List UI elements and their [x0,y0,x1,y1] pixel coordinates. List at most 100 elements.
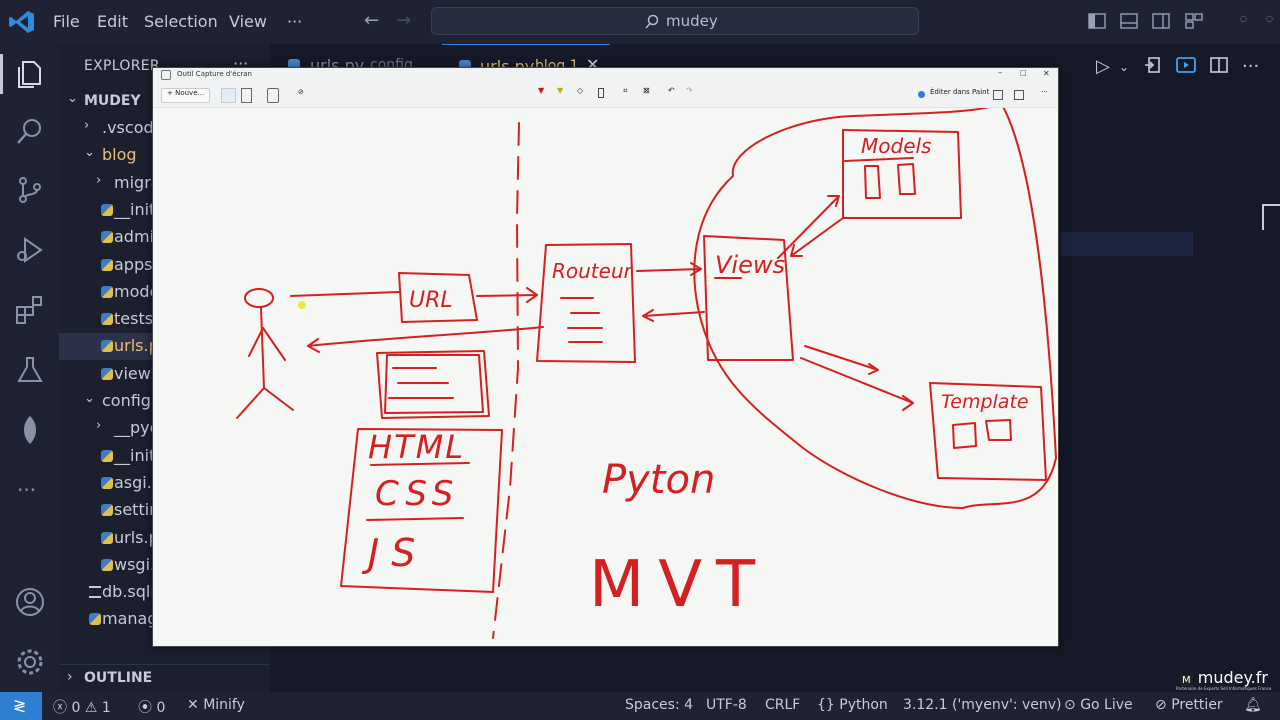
tree-item-label: asgi.p [114,472,162,492]
red-pen-icon[interactable]: ▼ [538,86,545,95]
minimize-icon[interactable]: ○ [1240,14,1247,23]
snip-new-button[interactable]: + Nouve... [161,88,211,103]
interpreter-status[interactable]: 3.12.1 ('myenv': venv) [903,697,1062,713]
tree-item[interactable]: ⌄blog [59,142,270,169]
undo-icon[interactable]: ↶ [668,86,675,95]
python-file-icon [101,340,113,353]
camera-icon[interactable] [221,88,236,103]
tree-item[interactable]: ⌄config [59,388,270,415]
tree-item[interactable]: __init_ [59,197,270,224]
tree-item[interactable]: ›migra [59,170,270,197]
mongodb-leaf-icon[interactable] [14,414,46,446]
source-control-icon[interactable] [14,174,46,206]
tree-item[interactable]: db.sqlit [59,579,270,606]
highlighter-icon[interactable]: ▼ [557,86,564,95]
copy-icon[interactable] [1014,90,1024,100]
customize-layout-icon[interactable] [1185,12,1203,30]
drawing-canvas[interactable]: Routeur Views Models Template URL HTML C… [153,108,1058,646]
preview-icon[interactable] [1176,56,1196,74]
error-icon: ⓧ [53,700,72,716]
toggle-panel-icon[interactable] [1120,12,1138,30]
run-python-icon[interactable]: ▷ [1096,56,1110,77]
tree-item[interactable]: ›__pyc [59,415,270,442]
python-file-icon [89,613,101,626]
menu-selection[interactable]: Selection [144,12,218,31]
user-stick-figure [236,288,294,419]
app-boundary [693,108,1057,509]
snip-maximize-icon[interactable]: □ [1020,69,1027,77]
tree-item-label: manag [102,609,158,629]
minify-button[interactable]: ✕ Minify [187,697,245,713]
maximize-icon[interactable]: ○ [1266,14,1273,23]
menu-edit[interactable]: Edit [97,12,128,31]
manage-gear-icon[interactable] [14,646,46,678]
text-actions-icon[interactable]: ⊠ [643,86,650,95]
language-status[interactable]: {} Python [817,697,888,713]
snip-mode-icon[interactable] [267,88,279,103]
testing-flask-icon[interactable] [14,354,46,386]
video-icon[interactable] [241,88,252,103]
extensions-icon[interactable] [14,294,46,326]
arrow-views-template [800,357,914,411]
tree-item[interactable]: ›.vscode [59,115,270,142]
error-count: 0 [71,700,81,716]
warning-icon: ⚠ [84,700,102,716]
menu-file[interactable]: File [53,12,80,31]
snip-delay-icon[interactable]: ⊘ [298,88,304,96]
prettier-status[interactable]: ⊘ Prettier [1155,697,1223,713]
redo-icon[interactable]: ↷ [686,86,693,95]
remote-icon: ≷ [13,696,27,715]
indentation-status[interactable]: Spaces: 4 [625,697,694,713]
python-file-icon [101,504,113,517]
account-icon[interactable] [14,586,46,618]
open-changes-icon[interactable] [1144,56,1162,74]
split-editor-icon[interactable] [1210,56,1228,74]
eol-status[interactable]: CRLF [765,697,801,713]
encoding-status[interactable]: UTF-8 [706,697,747,713]
tree-item-label: __init_ [114,445,164,465]
toggle-primary-sidebar-icon[interactable] [1088,12,1106,30]
toggle-secondary-sidebar-icon[interactable] [1152,12,1170,30]
explorer-icon[interactable] [14,58,46,90]
save-icon[interactable] [993,90,1003,100]
tree-item[interactable]: settin [59,497,270,524]
language-label: Python [839,697,888,713]
minimap-slider[interactable] [1262,204,1280,230]
ports-indicator[interactable]: ⦿ 0 [138,697,165,717]
eraser-icon[interactable]: ◇ [577,86,584,95]
outline-section[interactable]: › OUTLINE [59,664,270,693]
remote-indicator[interactable]: ≷ [0,692,42,720]
run-debug-icon[interactable] [14,234,46,266]
go-live-button[interactable]: ⊙ Go Live [1064,697,1133,713]
tree-item[interactable]: manag [59,606,270,633]
search-icon [645,14,659,29]
more-views-icon[interactable]: ··· [17,478,37,502]
mvt-label: MVT [589,548,769,622]
tree-item[interactable]: views [59,361,270,388]
back-arrow-icon[interactable]: ← [364,10,380,31]
snip-close-icon[interactable]: ✕ [1043,69,1050,78]
html-label: HTML [368,428,465,466]
tree-item[interactable]: admin [59,224,270,251]
vscode-logo-icon [9,11,34,33]
tree-item[interactable]: __init_ [59,443,270,470]
workspace-header[interactable]: ⌄ MUDEY [59,88,270,115]
snip-edit-paint[interactable]: Éditer dans Paint [930,88,990,96]
snip-minimize-icon[interactable]: – [998,68,1003,78]
ruler-icon[interactable] [598,88,604,98]
crop-icon[interactable]: ⌗ [623,86,628,95]
notifications-bell-icon[interactable]: 🔔︎ [1244,697,1262,713]
editor-more-icon[interactable]: ··· [1242,56,1260,77]
command-center-search[interactable]: mudey [431,7,919,35]
arrow-template-views [804,345,879,375]
forward-arrow-icon[interactable]: → [396,10,412,31]
search-icon[interactable] [14,116,46,148]
snip-more-icon[interactable]: ··· [1041,88,1048,96]
tree-item[interactable]: asgi.p [59,470,270,497]
tree-item[interactable]: mode [59,279,270,306]
arrow-url-router [476,287,538,303]
problems-indicator[interactable]: ⓧ 0 ⚠ 1 [53,697,111,717]
menu-view[interactable]: View [229,12,267,31]
run-dropdown-icon[interactable]: ⌄ [1119,60,1130,74]
menu-more[interactable]: ··· [287,12,303,31]
